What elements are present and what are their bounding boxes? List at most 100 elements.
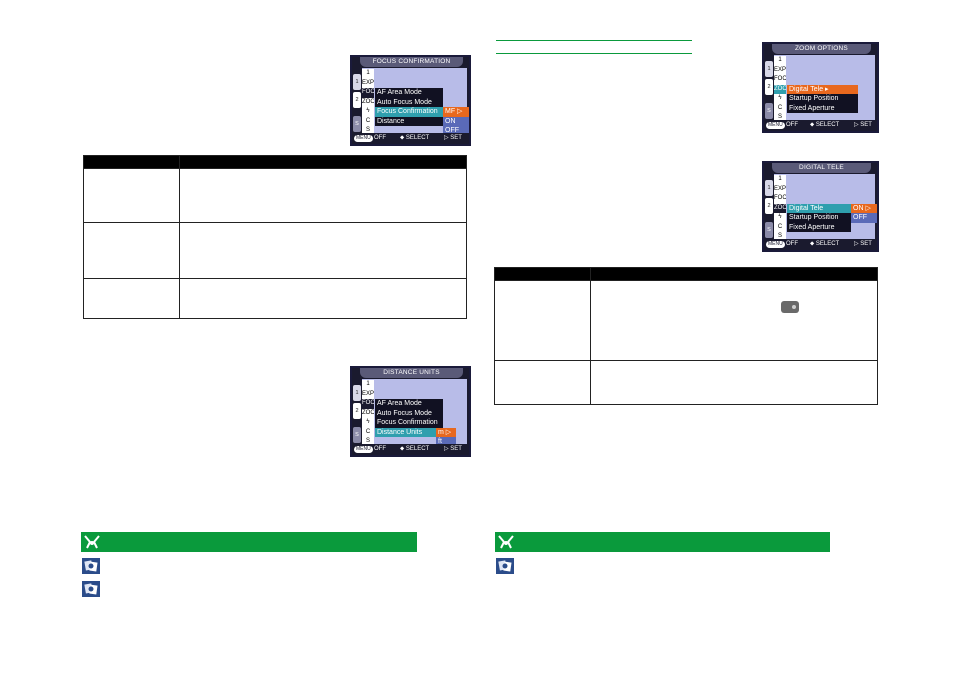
zoom-menu: Digital Tele Startup Position Fixed Aper… [787,203,851,232]
label-s: S [777,114,782,120]
screen-footer: MENU OFF ⬥ SELECT ▷ SET [764,239,877,250]
focus-confirmation-screen: FOCUS CONFIRMATION 1 2 S 1 EXP FOCUS ZOO… [350,55,471,146]
menu-item-auto-focus-mode[interactable]: Auto Focus Mode [377,409,432,417]
label-c: C [777,104,783,111]
option-m[interactable]: m ▷ [436,427,456,437]
label-1: 1 [778,176,782,182]
screen-title: DIGITAL TELE [772,163,871,173]
option-on[interactable]: ON ▷ [851,203,877,213]
tab-2: 2 [353,403,361,419]
tip-eyes-icon [83,534,101,550]
tip-bar [81,532,417,552]
label-c: C [365,428,371,435]
menu-item-af-area-mode[interactable]: AF Area Mode [377,89,422,96]
screen-footer: MENU OFF ⬥ SELECT ▷ SET [352,444,469,455]
label-focus: FOCUS [774,195,786,201]
screen-title: FOCUS CONFIRMATION [360,57,463,67]
label-zoom: ZOOM [362,409,374,416]
menu-button-label: MENU [766,122,785,129]
header-rule [496,40,692,41]
tab-2: 2 [765,79,773,95]
menu-button-label: MENU [354,135,373,142]
label-focus: FOCUS [362,399,374,409]
screen-title: DISTANCE UNITS [360,368,463,378]
footer-set: ▷ SET [854,241,872,247]
menu-item-digital-tele[interactable]: Digital Tele [787,203,851,213]
menu-item-focus-confirmation[interactable]: Focus Confirmation [375,107,443,117]
menu-tabs: 1 2 S [352,379,362,444]
menu-tabs: 1 2 S [764,55,774,120]
zoom-options-screen: ZOOM OPTIONS 1 2 S 1 EXP FOCUS ZOOM ϟ C … [762,42,879,133]
tab-1: 1 [353,74,361,90]
footer-select: ⬥ SELECT [810,122,840,128]
menu-button-label: MENU [354,446,373,453]
tab-2: 2 [765,198,773,214]
footer-select: ⬥ SELECT [400,446,430,452]
tab-1: 1 [353,385,361,401]
label-s: S [777,233,782,239]
menu-item-startup-position[interactable]: Startup Position [789,214,839,221]
option-mf[interactable]: MF ▷ [443,107,469,117]
option-off[interactable]: OFF [851,213,877,223]
tip-bar [495,532,830,552]
tab-s1: S [353,116,361,132]
tab-s1: S [765,103,773,119]
screen-footer: MENU OFF ⬥ SELECT ▷ SET [352,133,469,144]
label-s: S [365,438,370,444]
label-1: 1 [778,57,782,63]
reference-page-icon [82,581,100,597]
tab-2: 2 [353,92,361,108]
label-flash: ϟ [366,108,370,114]
label-focus: FOCUS [362,88,374,98]
label-1: 1 [366,381,370,387]
menu-item-digital-tele[interactable]: Digital Tele ▸ [787,84,858,94]
menu-item-distance[interactable]: Distance [377,117,405,125]
category-labels: 1 EXP FOCUS ZOOM ϟ C S [362,380,374,447]
label-1: 1 [366,70,370,76]
label-c: C [365,117,371,124]
screen-footer: MENU OFF ⬥ SELECT ▷ SET [764,120,877,131]
category-labels: 1 EXP FOCUS ZOOM ϟ C S [362,69,374,136]
focus-menu: AF Area Mode Auto Focus Mode Focus Confi… [375,88,443,126]
label-exp: EXP [774,185,786,192]
distance-units-screen: DISTANCE UNITS 1 2 S 1 EXP FOCUS ZOOM ϟ … [350,366,471,457]
menu-item-fixed-aperture[interactable]: Fixed Aperture [789,104,835,112]
menu-button-label: MENU [766,241,785,248]
footer-select: ⬥ SELECT [810,241,840,247]
tip-eyes-icon [497,534,515,550]
digital-tele-table [494,267,878,405]
table-header [494,267,878,281]
category-labels: 1 EXP FOCUS ZOOM ϟ C S [774,175,786,242]
label-flash: ϟ [778,214,782,220]
table-row [83,168,467,223]
option-ft[interactable]: ft [436,437,456,447]
header-rule [496,53,692,54]
menu-item-focus-confirmation[interactable]: Focus Confirmation [377,419,438,426]
option-off[interactable]: OFF [443,126,469,136]
menu-item-startup-position[interactable]: Startup Position [789,95,839,102]
label-flash: ϟ [778,95,782,101]
label-zoom: ZOOM [774,84,786,94]
menu-tabs: 1 2 S [764,174,774,239]
reference-page-icon [496,558,514,574]
menu-item-af-area-mode[interactable]: AF Area Mode [377,400,422,407]
label-s: S [365,127,370,133]
focus-confirmation-table [83,155,467,319]
menu-item-distance-units[interactable]: Distance Units [375,427,443,437]
menu-item-fixed-aperture[interactable]: Fixed Aperture [789,223,835,231]
screen-title: ZOOM OPTIONS [772,44,871,54]
button-icon [781,301,799,313]
digital-tele-screen: DIGITAL TELE 1 2 S 1 EXP FOCUS ZOOM ϟ C … [762,161,879,252]
tab-s1: S [765,222,773,238]
menu-item-auto-focus-mode[interactable]: Auto Focus Mode [377,98,432,106]
zoom-menu: Digital Tele ▸ Startup Position Fixed Ap… [787,84,858,113]
tab-s1: S [353,427,361,443]
tab-1: 1 [765,61,773,77]
label-focus: FOCUS [774,76,786,82]
footer-off: OFF [786,241,798,247]
label-c: C [777,223,783,230]
footer-set: ▷ SET [444,446,462,452]
option-on[interactable]: ON [443,116,469,126]
category-labels: 1 EXP FOCUS ZOOM ϟ C S [774,56,786,123]
footer-set: ▷ SET [444,135,462,141]
